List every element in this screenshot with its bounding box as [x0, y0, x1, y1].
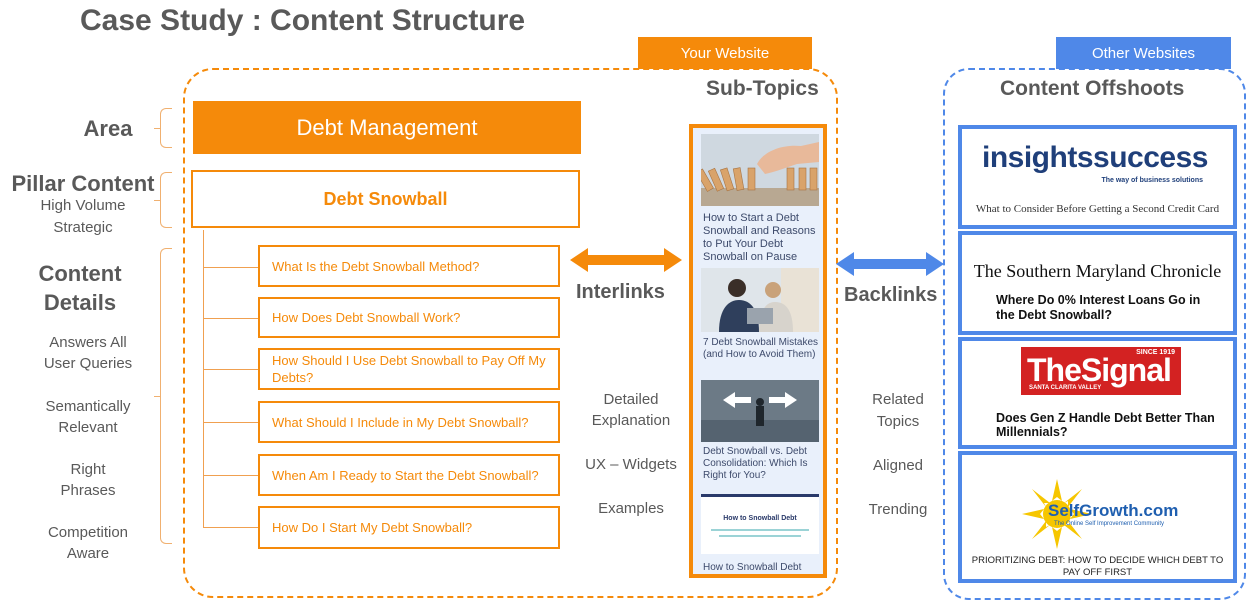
- feature-related-1: Related: [872, 391, 924, 408]
- pillar-sub-volume: High Volume: [40, 197, 126, 214]
- tree-branch: [203, 527, 258, 528]
- the-signal-logo-block: TheSignal SINCE 1919 SANTA CLARITA VALLE…: [1021, 347, 1181, 395]
- site-caption: PRIORITIZING DEBT: HOW TO DECIDE WHICH D…: [971, 555, 1224, 578]
- feature-trending: Trending: [868, 501, 928, 518]
- your-website-tag: Your Website: [638, 37, 812, 69]
- other-websites-container: [943, 68, 1246, 600]
- site-card-insightssuccess: insightssuccess The way of business solu…: [958, 125, 1237, 229]
- detail-item: When Am I Ready to Start the Debt Snowba…: [258, 454, 560, 496]
- selfgrowth-tagline: The Online Self Improvement Community: [1054, 521, 1165, 527]
- point-phrases-2: Phrases: [60, 482, 116, 499]
- point-answers-1: Answers All: [49, 334, 127, 351]
- detail-item: What Is the Debt Snowball Method?: [258, 245, 560, 287]
- pillar-label: Pillar Content: [11, 171, 155, 196]
- subtopics-phone-mockup: How to Start a Debt Snowball and Reasons…: [689, 124, 827, 578]
- the-signal-since: SINCE 1919: [1136, 349, 1175, 356]
- subtopic-caption: Debt Snowball vs. Debt Consolidation: Wh…: [703, 446, 808, 481]
- offshoots-heading: Content Offshoots: [1000, 77, 1185, 100]
- thumb-line: [711, 529, 809, 531]
- pillar-brace: [154, 172, 172, 228]
- point-answers-2: User Queries: [43, 355, 133, 372]
- tree-branch: [203, 267, 258, 268]
- tree-trunk: [203, 230, 204, 527]
- subtopic-caption: 7 Debt Snowball Mistakes (and How to Avo…: [703, 337, 819, 360]
- your-website-container: [183, 68, 838, 598]
- site-caption: Where Do 0% Interest Loans Go in the Deb…: [996, 293, 1201, 322]
- interlinks-label: Interlinks: [576, 281, 665, 303]
- site-card-the-signal: TheSignal SINCE 1919 SANTA CLARITA VALLE…: [958, 337, 1237, 449]
- feature-detailed-1: Detailed: [603, 391, 659, 408]
- backlinks-arrow-icon: [836, 252, 944, 276]
- couple-image-icon: [701, 268, 819, 332]
- other-websites-tag: Other Websites: [1056, 37, 1231, 69]
- southern-maryland-logo: The Southern Maryland Chronicle: [973, 261, 1222, 281]
- tree-branch: [203, 318, 258, 319]
- site-card-selfgrowth: SelfGrowth.com The Online Self Improveme…: [958, 451, 1237, 583]
- crossroads-image-icon: [701, 380, 819, 442]
- area-box: Debt Management: [193, 101, 581, 154]
- point-semantic-1: Semantically: [45, 398, 131, 415]
- selfgrowth-logo: SelfGrowth.com: [1048, 501, 1179, 520]
- interlinks-arrow-icon: [570, 248, 682, 272]
- subtopic-caption: How to Snowball Debt: [703, 562, 802, 573]
- detail-item: How Should I Use Debt Snowball to Pay Of…: [258, 348, 560, 390]
- the-signal-tagline: SANTA CLARITA VALLEY: [1029, 385, 1102, 391]
- feature-examples: Examples: [598, 500, 664, 517]
- site-caption: What to Consider Before Getting a Second…: [975, 203, 1220, 215]
- thumb-line: [719, 535, 801, 537]
- feature-ux-widgets: UX – Widgets: [585, 456, 677, 473]
- pillar-sub-strategic: Strategic: [53, 219, 113, 236]
- subtopic-caption: How to Start a Debt Snowball and Reasons…: [703, 212, 816, 263]
- sun-logo-icon: [1022, 479, 1092, 549]
- insightssuccess-tagline: The way of business solutions: [1101, 177, 1203, 184]
- detail-item: How Does Debt Snowball Work?: [258, 297, 560, 338]
- tree-branch: [203, 475, 258, 476]
- feature-aligned: Aligned: [872, 457, 924, 474]
- pillar-box: Debt Snowball: [191, 170, 580, 228]
- area-label: Area: [83, 116, 133, 141]
- feature-detailed-2: Explanation: [591, 412, 671, 429]
- point-competition-1: Competition: [47, 524, 129, 541]
- page-title: Case Study : Content Structure: [80, 4, 526, 37]
- detail-item: How Do I Start My Debt Snowball?: [258, 506, 560, 549]
- content-details-label-1: Content: [38, 261, 122, 286]
- tree-branch: [203, 369, 258, 370]
- dominoes-image-icon: [701, 134, 819, 206]
- area-brace: [154, 108, 172, 148]
- content-details-label-2: Details: [43, 290, 117, 315]
- details-brace: [154, 248, 172, 544]
- feature-related-2: Topics: [876, 413, 920, 430]
- site-card-southern-maryland: The Southern Maryland Chronicle Where Do…: [958, 231, 1237, 335]
- point-competition-2: Aware: [66, 545, 110, 562]
- detail-item: What Should I Include in My Debt Snowbal…: [258, 401, 560, 443]
- backlinks-label: Backlinks: [844, 284, 938, 306]
- point-semantic-2: Relevant: [58, 419, 118, 436]
- tree-branch: [203, 422, 258, 423]
- how-to-snowball-thumb: How to Snowball Debt: [701, 494, 819, 554]
- insightssuccess-logo: insightssuccess: [982, 141, 1208, 174]
- thumb-title: How to Snowball Debt: [723, 515, 797, 522]
- point-phrases-1: Right: [70, 461, 106, 478]
- site-caption: Does Gen Z Handle Debt Better Than Mille…: [996, 411, 1215, 439]
- the-signal-logo: TheSignal: [1027, 352, 1172, 388]
- subtopics-heading: Sub-Topics: [706, 77, 819, 100]
